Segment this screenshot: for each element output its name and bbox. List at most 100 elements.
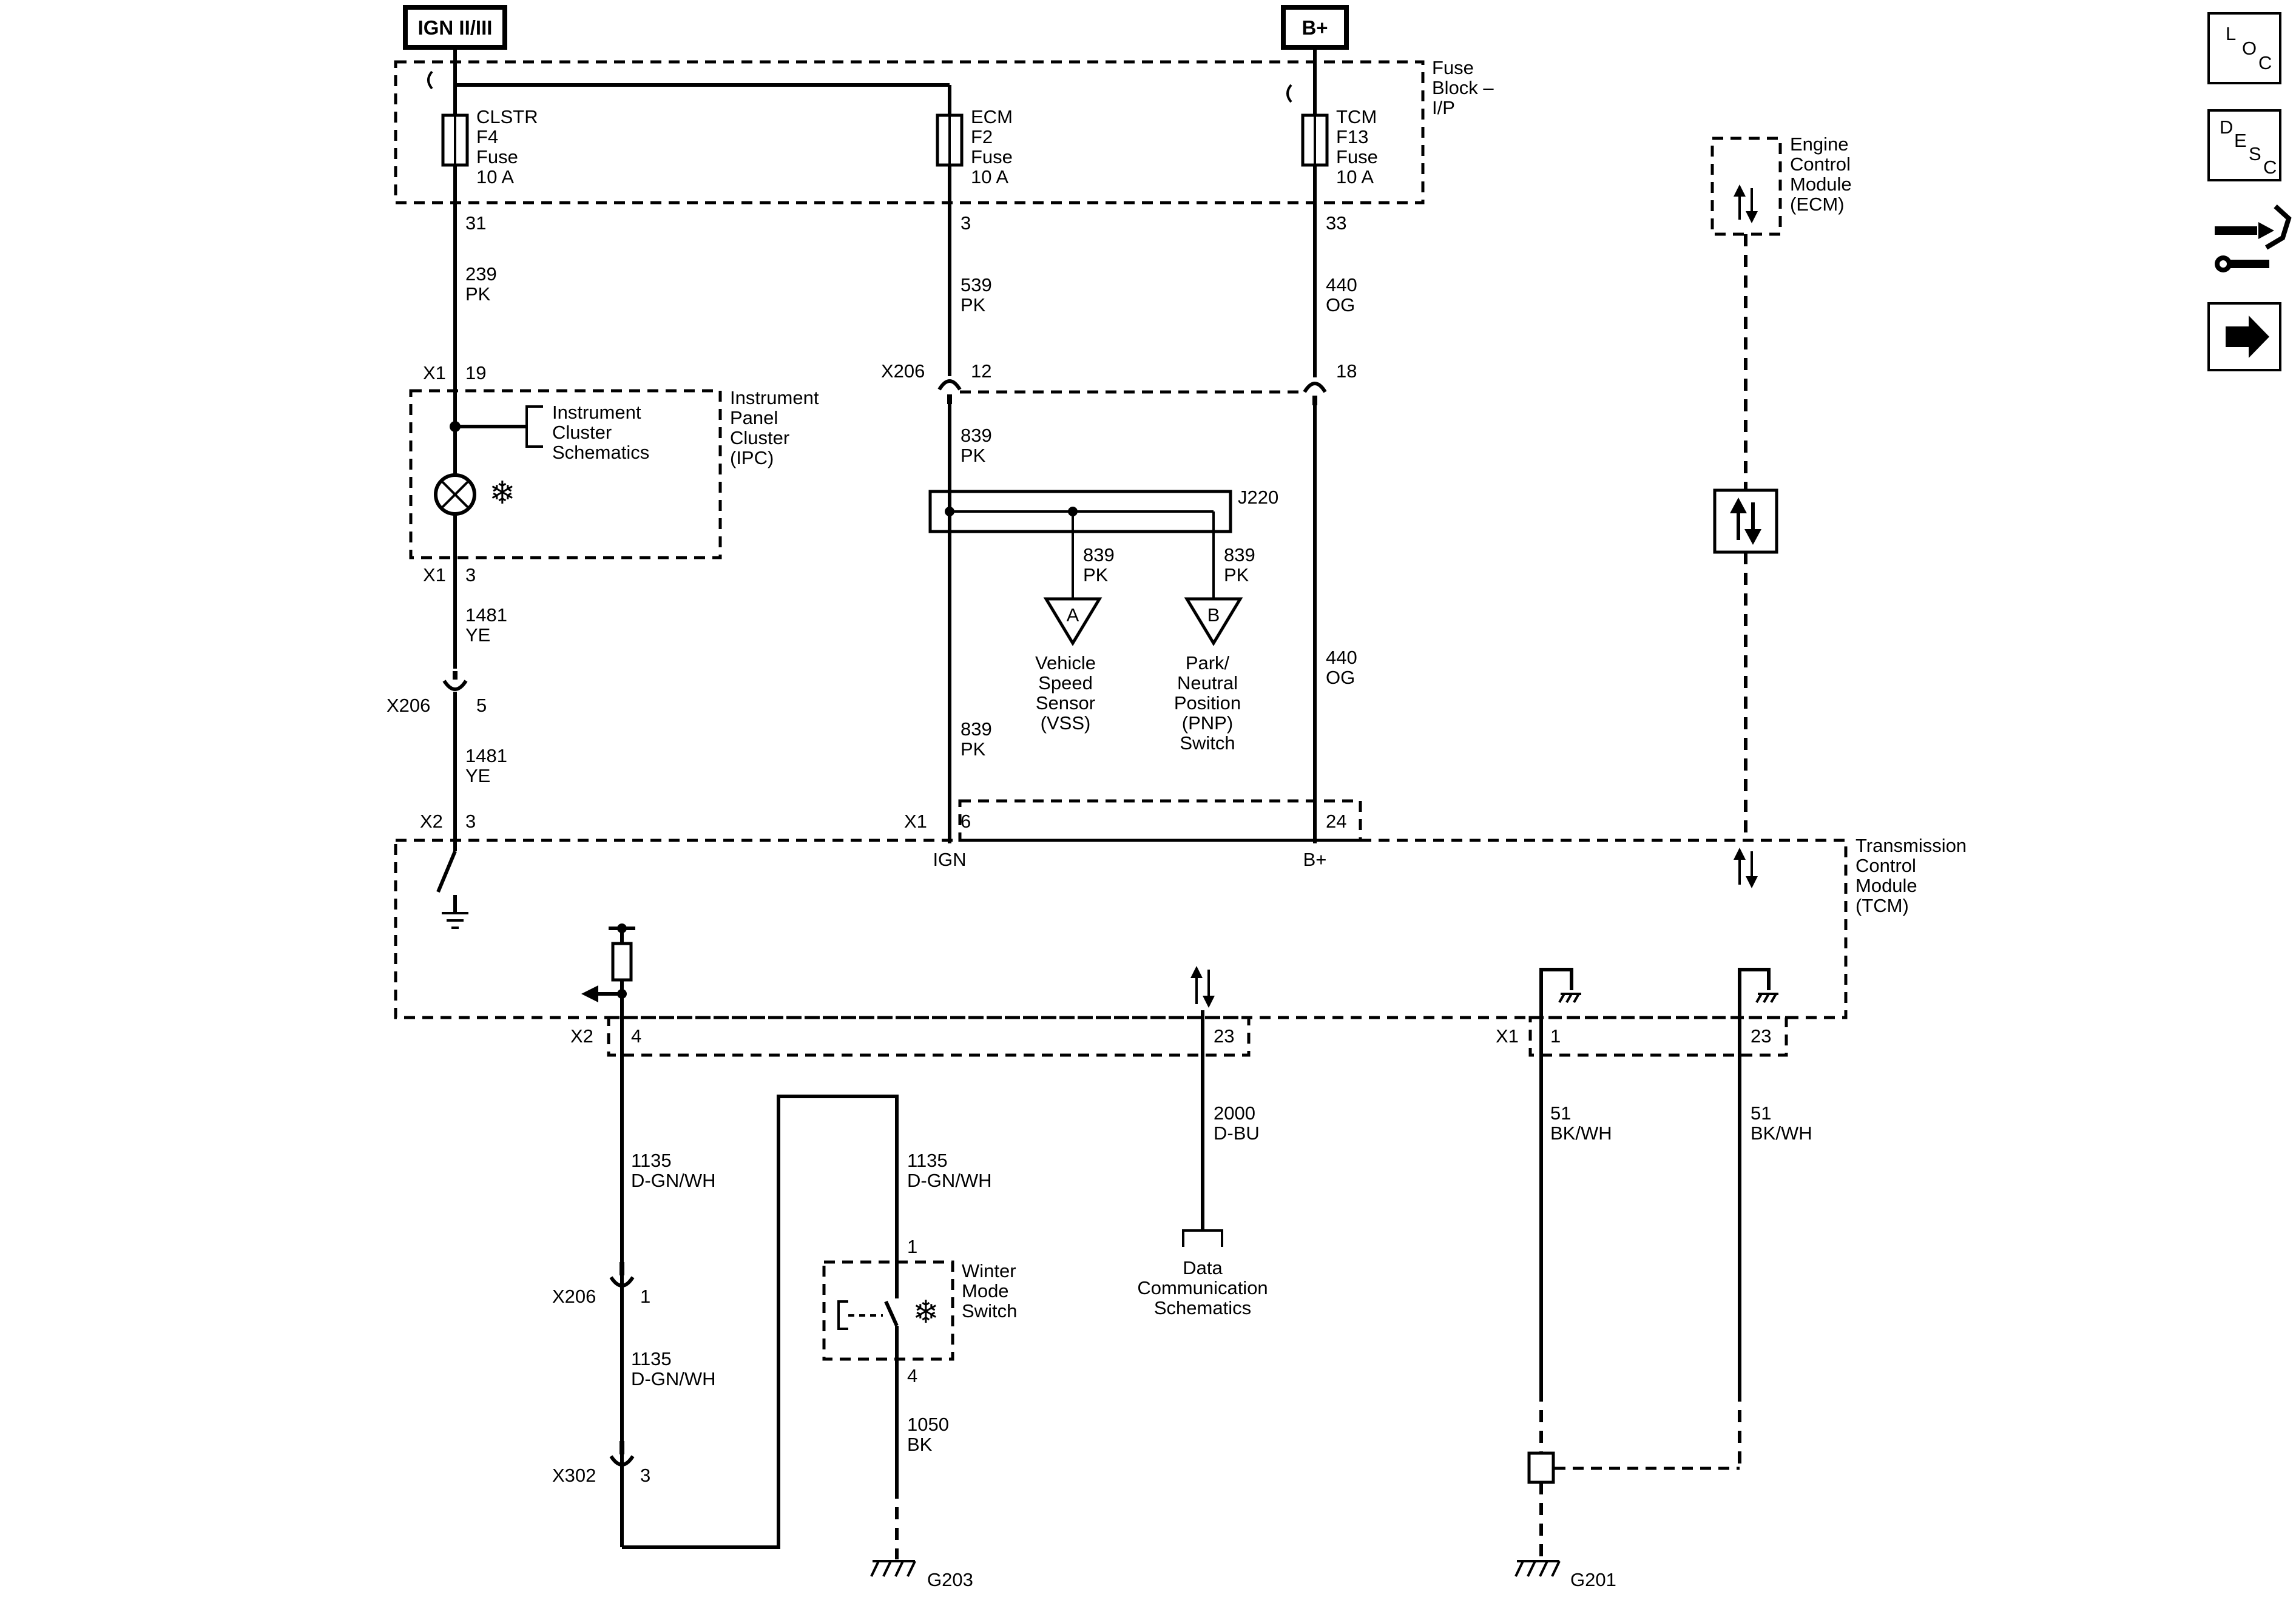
svg-text:(ECM): (ECM) (1790, 194, 1845, 215)
svg-text:X302: X302 (552, 1465, 596, 1486)
svg-text:1: 1 (1550, 1025, 1561, 1047)
connector-x206-5: X206 5 (387, 695, 487, 716)
pnp-terminal: B (1184, 597, 1243, 646)
svg-text:Sensor: Sensor (1036, 692, 1095, 714)
svg-text:Vehicle: Vehicle (1035, 652, 1096, 673)
ground-g201-label: G201 (1570, 1569, 1616, 1590)
svg-text:Position: Position (1174, 692, 1241, 714)
tcm-ign-pin-label: IGN (933, 849, 966, 870)
svg-text:I/P: I/P (1432, 97, 1455, 118)
svg-text:PK: PK (465, 283, 491, 305)
svg-text:(IPC): (IPC) (730, 447, 774, 468)
tcm-bplus-pin-label: B+ (1303, 849, 1327, 870)
ground-g203-icon (870, 1560, 916, 1577)
connector-tcm-x2-4: X2 4 (570, 1025, 641, 1047)
ground-splice-block (1527, 1451, 1555, 1484)
svg-text:CLSTR: CLSTR (476, 106, 538, 127)
svg-text:D-BU: D-BU (1214, 1122, 1260, 1144)
chassis-ground-icon-2 (1755, 993, 1778, 1003)
tcm-ground-path-2 (1738, 968, 1771, 1389)
svg-text:BK/WH: BK/WH (1751, 1122, 1812, 1144)
svg-text:Mode: Mode (962, 1280, 1009, 1301)
connector-tcm-23-ground: 23 (1751, 1025, 1771, 1047)
connector-x206-5-symbol (442, 680, 468, 691)
ipc-schematics-label: Instrument Cluster Schematics (552, 402, 649, 463)
switch-pin-1: 1 (907, 1236, 917, 1257)
svg-text:X1: X1 (1496, 1025, 1519, 1047)
winter-mode-switch-outline (822, 1260, 954, 1361)
svg-text:OG: OG (1326, 294, 1355, 316)
wire-440-label-a: 440 OG (1326, 274, 1357, 316)
svg-text:Communication: Communication (1137, 1277, 1268, 1298)
svg-text:X2: X2 (570, 1025, 593, 1047)
svg-text:TCM: TCM (1336, 106, 1377, 127)
svg-text:10 A: 10 A (971, 166, 1008, 187)
svg-text:2000: 2000 (1214, 1102, 1255, 1124)
svg-text:Block –: Block – (1432, 77, 1494, 98)
connector-tcm-x1-24: 24 (1326, 811, 1346, 832)
svg-text:PK: PK (961, 445, 986, 466)
svg-text:1050: 1050 (907, 1414, 949, 1435)
svg-text:Module: Module (1855, 875, 1917, 896)
svg-text:S: S (2249, 143, 2261, 164)
svg-text:Fuse: Fuse (476, 146, 518, 167)
svg-text:Cluster: Cluster (552, 422, 612, 443)
svg-text:440: 440 (1326, 647, 1357, 668)
ipc-schematics-ref (525, 405, 543, 448)
svg-text:ECM: ECM (971, 106, 1013, 127)
svg-text:Switch: Switch (962, 1300, 1017, 1322)
svg-text:L: L (2226, 23, 2236, 44)
data-comm-ref (1182, 1229, 1223, 1247)
ecm-module-outline (1710, 137, 1782, 236)
wire-1135-loop (622, 1095, 899, 1549)
wire-839-label-d: 839 PK (961, 718, 992, 760)
bidirectional-arrow-icon-tcm (1734, 848, 1758, 888)
svg-text:D-GN/WH: D-GN/WH (631, 1170, 715, 1191)
svg-text:10 A: 10 A (476, 166, 514, 187)
svg-text:Schematics: Schematics (552, 442, 649, 463)
winter-snowflake-icon: ❄ (913, 1294, 939, 1331)
svg-text:E: E (2234, 130, 2247, 151)
svg-text:539: 539 (961, 274, 992, 295)
connector-x206-12: X206 12 (881, 360, 991, 382)
svg-text:Transmission: Transmission (1855, 835, 1967, 856)
svg-text:X2: X2 (420, 811, 443, 832)
svg-text:Instrument: Instrument (730, 387, 819, 408)
svg-text:PK: PK (961, 294, 986, 316)
fuse-pin-31: 31 (465, 212, 486, 234)
svg-text:10 A: 10 A (1336, 166, 1374, 187)
desc-button[interactable]: D E S C (2207, 109, 2281, 181)
pnp-label: Park/ Neutral Position (PNP) Switch (1174, 652, 1241, 754)
loc-button[interactable]: L O C (2207, 12, 2281, 84)
bplus-source-text: B+ (1302, 16, 1328, 39)
svg-text:51: 51 (1751, 1102, 1771, 1124)
svg-text:F2: F2 (971, 126, 993, 147)
svg-text:19: 19 (465, 362, 486, 383)
snowflake-icon: ❄ (489, 475, 516, 511)
ipc-label: Instrument Panel Cluster (IPC) (730, 387, 819, 468)
connector-repair-icon[interactable] (2215, 204, 2292, 272)
ign-source-text: IGN II/III (418, 16, 493, 39)
svg-text:239: 239 (465, 263, 497, 285)
svg-text:Engine: Engine (1790, 133, 1849, 155)
connector-x206-1: X206 1 (552, 1286, 650, 1307)
svg-text:X206: X206 (552, 1286, 596, 1307)
fuse-pin-33: 33 (1326, 212, 1346, 234)
svg-text:1135: 1135 (631, 1348, 672, 1369)
svg-text:B: B (1207, 604, 1220, 626)
svg-text:440: 440 (1326, 274, 1357, 295)
next-arrow-button[interactable] (2207, 302, 2281, 371)
svg-text:YE: YE (465, 624, 490, 646)
connector-tcm-23-data: 23 (1214, 1025, 1234, 1047)
svg-text:839: 839 (961, 425, 992, 446)
svg-text:Fuse: Fuse (971, 146, 1013, 167)
vss-label: Vehicle Speed Sensor (VSS) (1035, 652, 1096, 734)
bplus-source-label: B+ (1281, 5, 1349, 50)
splice-j220 (928, 490, 1232, 533)
svg-text:3: 3 (465, 811, 476, 832)
winter-mode-switch-label: Winter Mode Switch (962, 1260, 1017, 1322)
serial-data-link-icon (1713, 488, 1778, 554)
svg-text:6: 6 (961, 811, 971, 832)
internal-ground-icon (442, 912, 468, 929)
